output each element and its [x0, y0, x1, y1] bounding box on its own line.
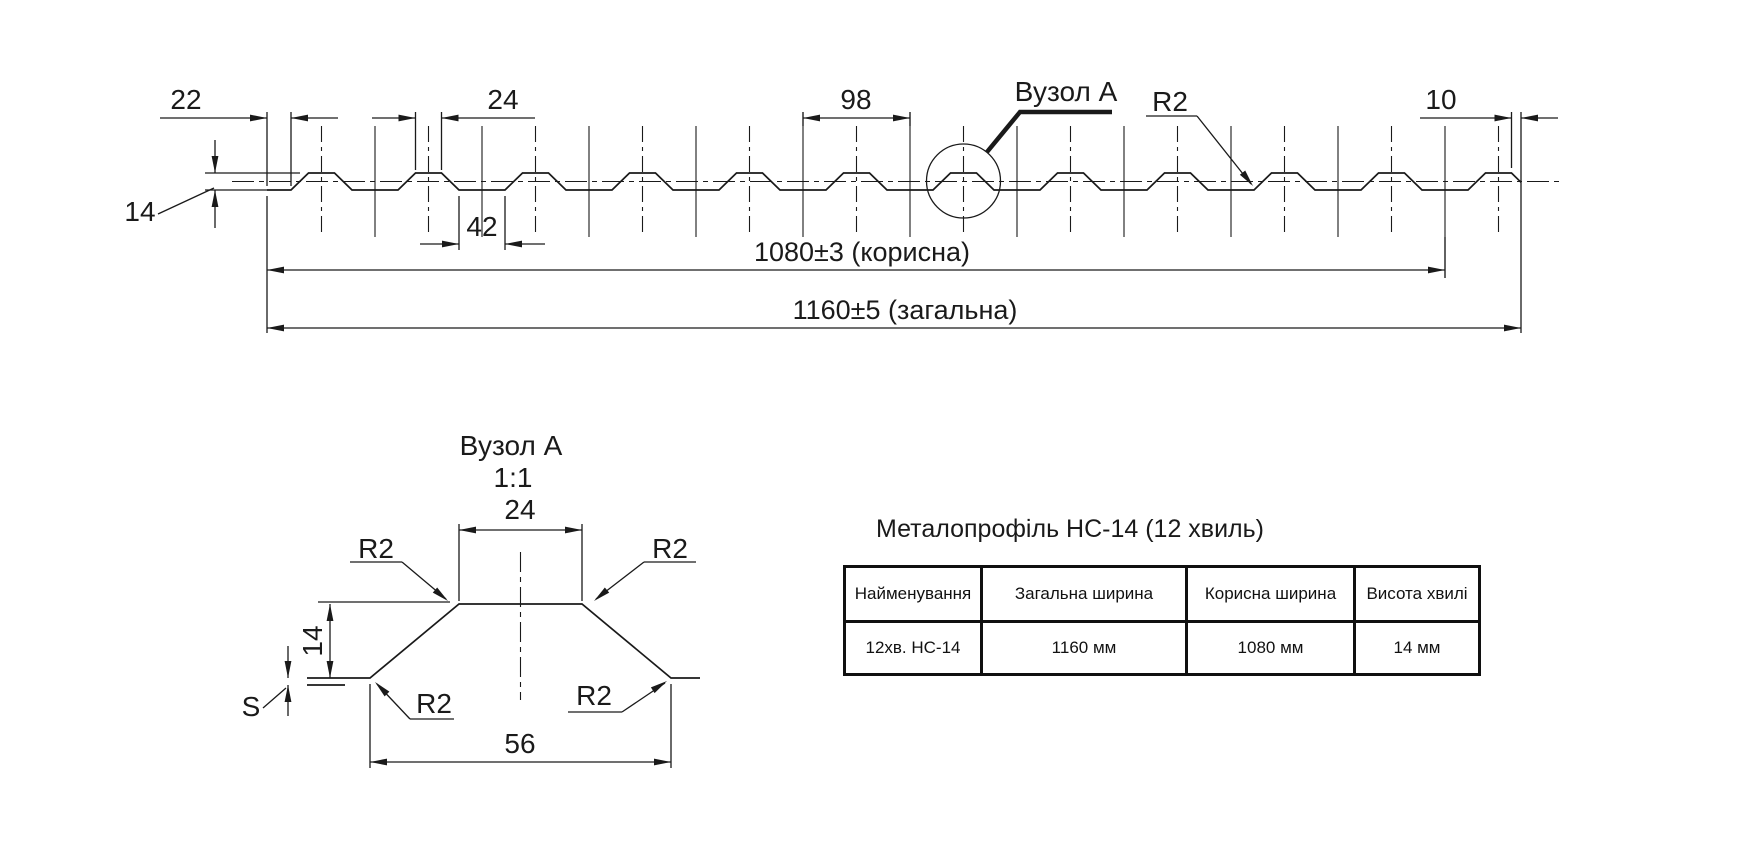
- detail-profile-outline: [307, 603, 700, 686]
- drawing-labels: 22 24 98 10 42 14 Вузол А R2 1080±3 (кор…: [124, 76, 1456, 759]
- detail-r2-bottom-left-label: R2: [416, 688, 452, 719]
- detail-dim-14-label: 14: [297, 625, 328, 656]
- generated-geometry: [211, 112, 1560, 766]
- detail-r2-top-left-label: R2: [358, 533, 394, 564]
- useful-width-label: 1080±3 (корисна): [754, 237, 970, 267]
- callout-label: Вузол А: [1015, 76, 1118, 107]
- dim-42-label: 42: [466, 211, 497, 242]
- cell-useful-width: 1080 мм: [1185, 620, 1356, 676]
- header-total-width: Загальна ширина: [980, 565, 1188, 623]
- dim-22-label: 22: [170, 84, 201, 115]
- callout-leader: [985, 109, 1112, 154]
- header-wave-height: Висота хвилі: [1353, 565, 1481, 623]
- detail-thickness-label: S: [242, 691, 261, 722]
- detail-dim-24-label: 24: [504, 494, 535, 525]
- spec-table: Найменування Загальна ширина Корисна шир…: [843, 565, 1481, 676]
- profile-outline: [267, 172, 1522, 191]
- dim-10-label: 10: [1425, 84, 1456, 115]
- dim-98-label: 98: [840, 84, 871, 115]
- detail-callout-circle: [925, 143, 1002, 219]
- cell-name: 12хв. НС-14: [843, 620, 983, 676]
- detail-r2-bottom-right-label: R2: [576, 680, 612, 711]
- dim-14-label: 14: [124, 196, 155, 227]
- spec-table-header-row: Найменування Загальна ширина Корисна шир…: [843, 565, 1481, 623]
- detail-title: Вузол А: [460, 430, 563, 461]
- total-width-label: 1160±5 (загальна): [793, 295, 1018, 325]
- spec-table-title: Металопрофіль НС-14 (12 хвиль): [875, 515, 1264, 543]
- cell-wave-height: 14 мм: [1353, 620, 1481, 676]
- detail-scale-label: 1:1: [494, 462, 533, 493]
- detail-dim-56-label: 56: [504, 728, 535, 759]
- radius-r2-label: R2: [1152, 86, 1188, 117]
- detail-r2-top-right-label: R2: [652, 533, 688, 564]
- header-name: Найменування: [843, 565, 983, 623]
- top-view-dimension-lines: [157, 112, 1558, 333]
- header-useful-width: Корисна ширина: [1185, 565, 1356, 623]
- dim-24-label: 24: [487, 84, 518, 115]
- detail-dimension-lines: [262, 524, 696, 768]
- spec-table-data-row: 12хв. НС-14 1160 мм 1080 мм 14 мм: [843, 620, 1481, 676]
- cell-total-width: 1160 мм: [980, 620, 1188, 676]
